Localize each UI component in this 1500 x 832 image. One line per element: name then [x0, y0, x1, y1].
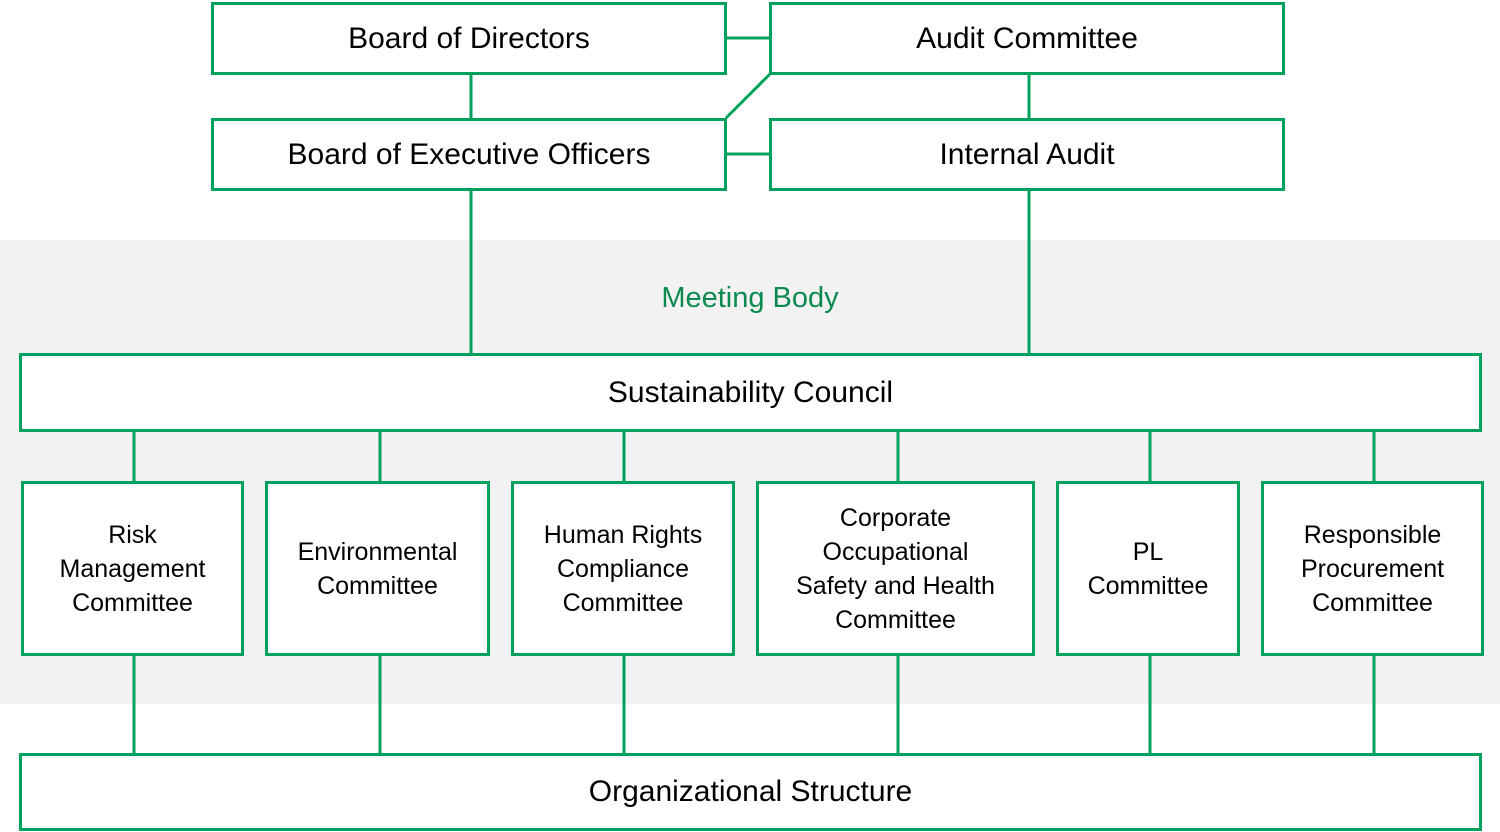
- environmental-committee-box: Environmental Committee: [265, 481, 490, 656]
- responsible-procurement-committee-label: Responsible Procurement Committee: [1300, 520, 1445, 617]
- board-of-executive-officers-box: Board of Executive Officers: [211, 118, 727, 191]
- connector-audit-executive: [724, 72, 772, 120]
- audit-committee-label: Audit Committee: [916, 21, 1138, 55]
- pl-committee-label: PL Committee: [1087, 537, 1209, 600]
- responsible-procurement-committee-box: Responsible Procurement Committee: [1261, 481, 1484, 656]
- sustainability-council-box: Sustainability Council: [19, 353, 1482, 432]
- board-of-directors-box: Board of Directors: [211, 2, 727, 75]
- risk-management-committee-label: Risk Management Committee: [59, 520, 206, 617]
- internal-audit-label: Internal Audit: [939, 137, 1115, 171]
- corporate-safety-health-committee-box: Corporate Occupational Safety and Health…: [756, 481, 1035, 656]
- sustainability-council-label: Sustainability Council: [607, 375, 894, 409]
- organizational-structure-box: Organizational Structure: [19, 753, 1482, 831]
- internal-audit-box: Internal Audit: [769, 118, 1285, 191]
- human-rights-compliance-committee-box: Human Rights Compliance Committee: [511, 481, 735, 656]
- risk-management-committee-box: Risk Management Committee: [21, 481, 244, 656]
- pl-committee-box: PL Committee: [1056, 481, 1240, 656]
- corporate-safety-health-committee-label: Corporate Occupational Safety and Health…: [796, 503, 995, 634]
- audit-committee-box: Audit Committee: [769, 2, 1285, 75]
- human-rights-compliance-committee-label: Human Rights Compliance Committee: [543, 520, 703, 617]
- environmental-committee-label: Environmental Committee: [297, 537, 458, 600]
- board-of-directors-label: Board of Directors: [348, 21, 590, 55]
- meeting-body-band: [0, 240, 1500, 704]
- board-of-executive-officers-label: Board of Executive Officers: [287, 137, 651, 171]
- organizational-structure-label: Organizational Structure: [588, 775, 913, 808]
- meeting-body-label: Meeting Body: [661, 282, 839, 314]
